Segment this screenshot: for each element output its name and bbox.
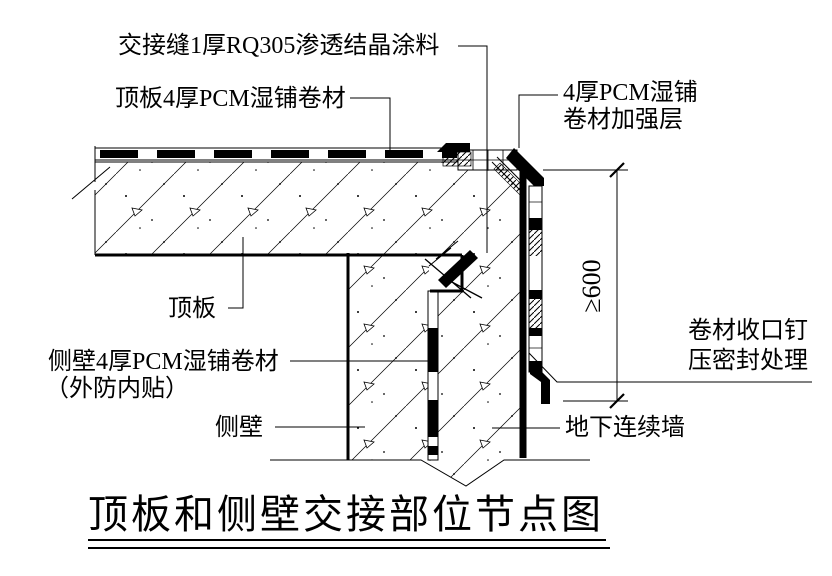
- leader-termination: [528, 352, 812, 383]
- label-reinforce-line2: 卷材加强层: [563, 106, 683, 133]
- drawing-title-block: 顶板和侧壁交接部位节点图: [88, 492, 610, 549]
- wall-strip-black-3: [428, 446, 438, 455]
- label-side-wall: 侧壁: [215, 414, 263, 441]
- outer-strip-black-1: [529, 218, 542, 230]
- dimension-text: ≥600: [577, 259, 606, 312]
- label-wall-membrane-line1: 侧壁4厚PCM湿铺卷材: [48, 348, 279, 375]
- concrete-hatch-body: [95, 162, 520, 486]
- label-roof-membrane: 顶板4厚PCM湿铺卷材: [115, 85, 346, 112]
- label-wall-membrane-line2: （外防内贴）: [45, 375, 189, 402]
- label-reinforce-line1: 4厚PCM湿铺: [563, 79, 698, 106]
- reinforce-hatch-band: [442, 151, 472, 167]
- leader-reinforce: [518, 94, 558, 148]
- wall-strip-black-2: [428, 400, 438, 437]
- outer-reinforcement-strip: [528, 185, 550, 404]
- left-break-line: [71, 146, 111, 255]
- structure-outlines: [71, 146, 590, 487]
- label-termination-line2: 压密封处理: [688, 347, 808, 374]
- outer-strip-hatch-1: [529, 230, 542, 256]
- outer-strip-black-4: [529, 361, 542, 372]
- outer-strip-black-3: [529, 328, 542, 336]
- concrete-section: [95, 162, 520, 486]
- label-diaphragm-wall: 地下连续墙: [565, 414, 685, 441]
- wall-membrane-strip: [427, 290, 439, 461]
- nail-lines: [424, 258, 483, 299]
- slab-corner-chamfer: [491, 161, 521, 191]
- membrane-band-dashes: [97, 150, 457, 158]
- outer-strip-black-2: [529, 290, 542, 299]
- leader-roof-slab: [228, 237, 244, 309]
- membrane-end-jog: [530, 372, 550, 404]
- label-seam-coating: 交接缝1厚RQ305渗透结晶涂料: [118, 32, 439, 59]
- wall-strip-black-1: [428, 328, 438, 372]
- label-termination-line1: 卷材收口钉: [688, 317, 808, 344]
- leader-roof-membrane: [350, 97, 391, 152]
- leader-lines: [228, 45, 812, 429]
- reinforce-black-cap: [437, 143, 470, 152]
- annotations: 交接缝1厚RQ305渗透结晶涂料 顶板4厚PCM湿铺卷材 4厚PCM湿铺 卷材加…: [45, 32, 808, 441]
- label-roof-slab: 顶板: [168, 295, 216, 322]
- corner-reinforcement: [437, 143, 544, 196]
- outer-strip-outline: [528, 185, 543, 373]
- leader-seam-coating: [458, 45, 488, 253]
- bottom-break-line: [270, 459, 590, 487]
- corner-black-wedge: [506, 148, 544, 186]
- membrane-cell-dividers: [458, 150, 517, 170]
- dim-tick-top: [609, 162, 625, 178]
- drawing-title: 顶板和侧壁交接部位节点图: [88, 492, 604, 537]
- termination-detail: [424, 240, 483, 299]
- outer-strip-hatch-2: [529, 299, 542, 328]
- dimension-600: ≥600: [543, 162, 628, 409]
- dim-tick-bottom: [609, 393, 625, 409]
